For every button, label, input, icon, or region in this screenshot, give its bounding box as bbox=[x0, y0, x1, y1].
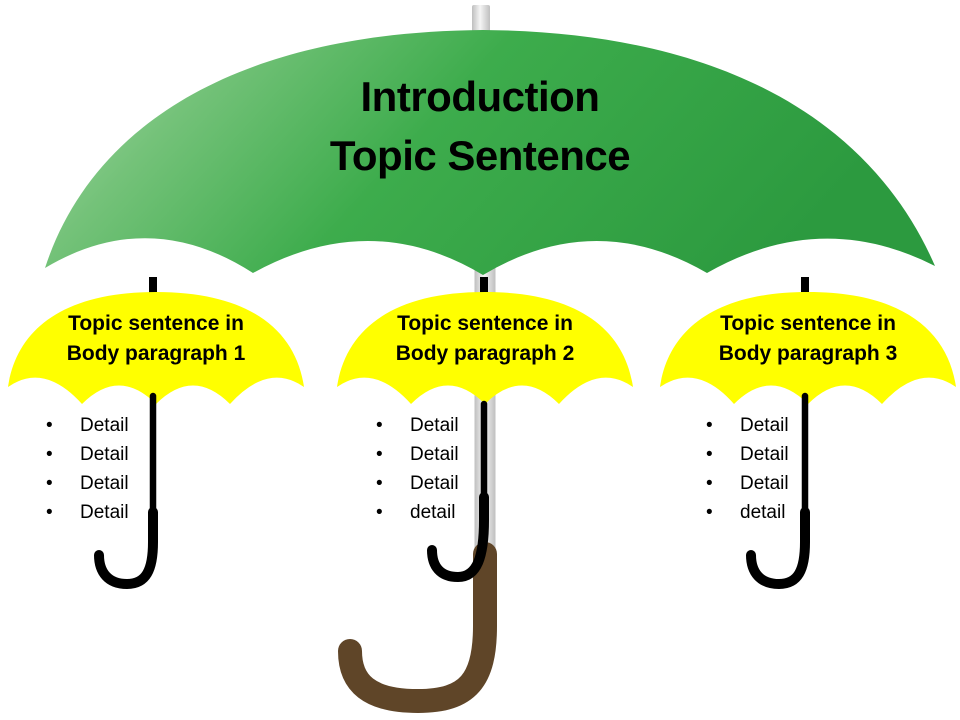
list-item: • Detail bbox=[368, 469, 558, 498]
sub-umbrella-3-title: Topic sentence in Body paragraph 3 bbox=[668, 309, 948, 369]
bullet-icon: • bbox=[706, 444, 713, 465]
bullet-icon: • bbox=[376, 444, 383, 465]
sub-umbrella-1-pole-and-hook bbox=[94, 392, 158, 590]
bullet-icon: • bbox=[706, 415, 713, 436]
list-item: • Detail bbox=[698, 411, 888, 440]
list-item: • Detail bbox=[38, 498, 228, 527]
sub-umbrella-2-details: • Detail • Detail • Detail • detail bbox=[368, 411, 558, 527]
detail-label: detail bbox=[740, 502, 786, 523]
detail-label: Detail bbox=[410, 473, 459, 494]
sub-umbrella-2-title-line1: Topic sentence in bbox=[397, 312, 573, 335]
sub-umbrella-2-pole-and-hook bbox=[427, 400, 489, 583]
bullet-icon: • bbox=[376, 502, 383, 523]
list-item: • Detail bbox=[38, 440, 228, 469]
bullet-icon: • bbox=[46, 444, 53, 465]
bullet-icon: • bbox=[376, 473, 383, 494]
sub-umbrella-2-title: Topic sentence in Body paragraph 2 bbox=[345, 309, 625, 369]
bullet-icon: • bbox=[46, 502, 53, 523]
sub-umbrella-3-details: • Detail • Detail • Detail • detail bbox=[698, 411, 888, 527]
list-item: • Detail bbox=[38, 411, 228, 440]
detail-label: Detail bbox=[740, 444, 789, 465]
main-umbrella-handle bbox=[338, 542, 497, 714]
list-item: • Detail bbox=[38, 469, 228, 498]
detail-label: Detail bbox=[80, 502, 129, 523]
detail-label: Detail bbox=[80, 415, 129, 436]
sub-umbrella-1-title-line1: Topic sentence in bbox=[68, 312, 244, 335]
detail-label: Detail bbox=[740, 473, 789, 494]
sub-umbrella-3-tip bbox=[801, 277, 809, 294]
list-item: • detail bbox=[698, 498, 888, 527]
main-umbrella-canopy bbox=[45, 30, 935, 275]
list-item: • Detail bbox=[698, 469, 888, 498]
main-umbrella-title: Introduction Topic Sentence bbox=[180, 67, 780, 185]
sub-umbrella-3-canopy bbox=[660, 292, 956, 404]
bullet-icon: • bbox=[46, 415, 53, 436]
sub-umbrella-1-title: Topic sentence in Body paragraph 1 bbox=[16, 309, 296, 369]
sub-umbrella-3-title-line1: Topic sentence in bbox=[720, 312, 896, 335]
main-title-line1: Introduction bbox=[360, 73, 600, 120]
sub-umbrella-3-pole-and-hook bbox=[746, 392, 810, 590]
bullet-icon: • bbox=[706, 473, 713, 494]
list-item: • Detail bbox=[368, 440, 558, 469]
sub-umbrella-2-canopy bbox=[337, 292, 633, 404]
main-title-line2: Topic Sentence bbox=[329, 132, 631, 179]
list-item: • detail bbox=[368, 498, 558, 527]
sub-umbrella-3-title-line2: Body paragraph 3 bbox=[718, 342, 898, 365]
detail-label: Detail bbox=[80, 444, 129, 465]
bullet-icon: • bbox=[376, 415, 383, 436]
bullet-icon: • bbox=[46, 473, 53, 494]
detail-label: Detail bbox=[410, 444, 459, 465]
main-umbrella-tip bbox=[472, 5, 490, 33]
detail-label: Detail bbox=[410, 415, 459, 436]
detail-label: detail bbox=[410, 502, 456, 523]
sub-umbrella-1-details: • Detail • Detail • Detail • Detail bbox=[38, 411, 228, 527]
sub-umbrella-1-title-line2: Body paragraph 1 bbox=[66, 342, 246, 365]
bullet-icon: • bbox=[706, 502, 713, 523]
list-item: • Detail bbox=[698, 440, 888, 469]
sub-umbrella-2-tip bbox=[480, 277, 488, 294]
sub-umbrella-1-canopy bbox=[8, 292, 304, 404]
detail-label: Detail bbox=[80, 473, 129, 494]
sub-umbrella-2-title-line2: Body paragraph 2 bbox=[395, 342, 575, 365]
sub-umbrella-1-tip bbox=[149, 277, 157, 294]
list-item: • Detail bbox=[368, 411, 558, 440]
detail-label: Detail bbox=[740, 415, 789, 436]
